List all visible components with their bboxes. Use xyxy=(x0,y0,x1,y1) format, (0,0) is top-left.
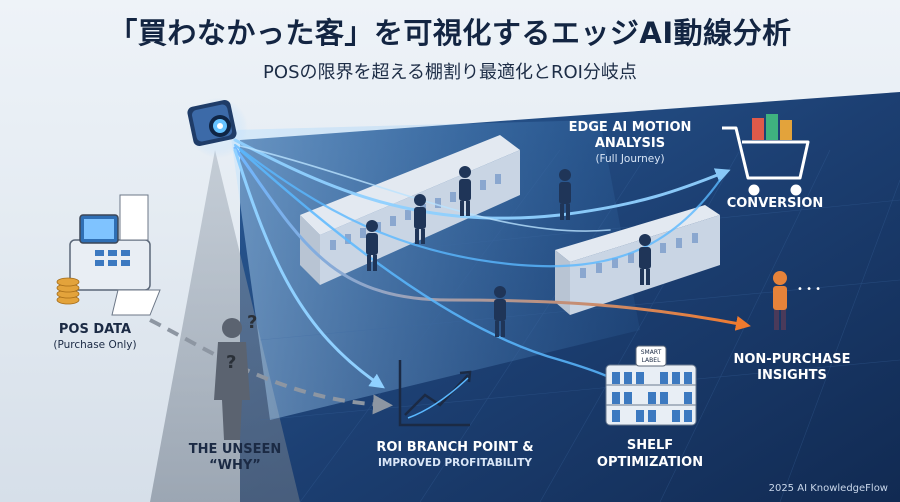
person-icon xyxy=(494,286,506,337)
footer-credit: 2025 AI KnowledgeFlow xyxy=(768,483,888,494)
pos-data-label: POS DATA xyxy=(58,322,132,337)
roi-label-line1: ROI BRANCH POINT & xyxy=(376,440,534,455)
roi-label-line2: IMPROVED PROFITABILITY xyxy=(378,457,532,469)
svg-text:?: ? xyxy=(247,312,257,333)
person-icon xyxy=(559,169,571,220)
smart-label-line2: LABEL xyxy=(642,357,661,364)
person-icon xyxy=(366,220,378,271)
unseen-why-label-line1: THE UNSEEN xyxy=(188,442,282,457)
page-subtitle: POSの限界を超える棚割り最適化とROI分岐点 xyxy=(263,62,637,83)
page-title: 「買わなかった客」を可視化するエッジAI動線分析 xyxy=(108,16,792,50)
shelf-optimization-label-line1: SHELF xyxy=(626,438,674,453)
non-purchase-person-icon xyxy=(773,271,787,330)
unseen-person-icon: ? ? xyxy=(214,312,257,440)
person-icon xyxy=(414,194,426,244)
pos-register-icon xyxy=(56,194,161,316)
growth-chart-icon xyxy=(398,360,472,427)
person-icon xyxy=(459,166,471,216)
non-purchase-label-line2: INSIGHTS xyxy=(757,368,827,383)
edge-ai-sublabel: (Full Journey) xyxy=(595,153,665,165)
non-purchase-label-line1: NON-PURCHASE xyxy=(733,352,851,367)
shelf-icon: SMART LABEL xyxy=(605,345,697,426)
pos-data-sublabel: (Purchase Only) xyxy=(53,339,137,351)
camera-icon xyxy=(187,98,248,158)
ellipsis-dots: • • • xyxy=(797,284,821,295)
shelf-optimization-label-line2: OPTIMIZATION xyxy=(596,455,704,470)
person-icon xyxy=(639,234,651,285)
pos-gap-dashed-line xyxy=(149,318,393,415)
smart-label-line1: SMART xyxy=(641,349,662,356)
edge-ai-label-line2: ANALYSIS xyxy=(594,136,666,151)
motion-flows xyxy=(233,138,751,397)
shopper-figures xyxy=(366,166,651,337)
edge-ai-label-line1: EDGE AI MOTION xyxy=(568,120,692,135)
svg-text:?: ? xyxy=(226,352,236,373)
conversion-label: CONVERSION xyxy=(726,196,824,211)
cart-icon xyxy=(722,114,810,196)
unseen-why-label-line2: “WHY” xyxy=(209,458,261,473)
